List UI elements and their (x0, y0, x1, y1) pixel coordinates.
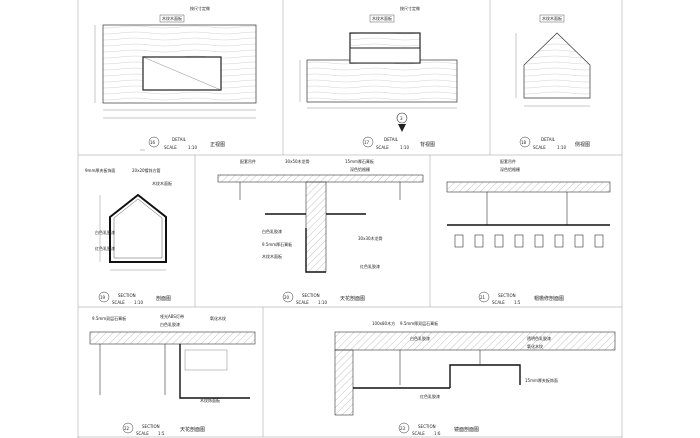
detail-22-ceiling-section: 9.5mm双层石膏板 哑光ABS灯带 白色乳胶漆 氧化木纹 木纹饰面板 (89, 313, 256, 403)
note-label: 红色乳胶漆 (360, 263, 380, 269)
note-label: 白色乳胶漆 (160, 321, 180, 327)
detail-19-section: 9mm厚夹板饰面 20x20镀锌方管 木纹木面板 白色乳胶漆 红色乳胶漆 (85, 167, 172, 271)
scale-value: 1:10 (557, 145, 566, 150)
note-label: 配套吊件 (240, 158, 256, 164)
note-label: 氧化木纹 (210, 315, 226, 321)
detail-word: SECTION (302, 293, 320, 298)
scale-label: SCALE (296, 300, 309, 305)
title-21: 21 SECTION SCALE 1:5 帽檐修剖面图 (478, 291, 564, 305)
scale-value: 1:5 (158, 431, 165, 436)
detail-number: 21 (480, 295, 486, 300)
sheet-frame (77, 0, 623, 438)
note-label: 深色铝格栅 (500, 166, 520, 172)
note-label: 30x30木龙骨 (358, 235, 383, 241)
note-label: 红色乳胶漆 (95, 245, 115, 251)
note-label: 红色乳胶漆 (420, 393, 440, 399)
detail-word: SECTION (118, 293, 136, 298)
note-label: 木纹木面板 (262, 253, 282, 259)
scale-label: SCALE (492, 300, 505, 305)
scale-label: SCALE (136, 431, 149, 436)
note-label: 9mm厚夹板饰面 (85, 167, 115, 173)
title-20: 20 SECTION SCALE 1:10 天花剖面图 (282, 291, 365, 305)
scale-label: SCALE (533, 145, 546, 150)
grille-row (454, 234, 604, 248)
title-22: 22 SECTION SCALE 1:5 天花剖面图 (122, 422, 205, 436)
detail-title: 背视图 (420, 141, 435, 148)
note-label: 15mm厚夹板饰面 (525, 377, 558, 383)
note-label: 20x20镀锌方管 (132, 167, 161, 173)
detail-number: 17 (364, 140, 370, 145)
detail-title: 帽檐修剖面图 (534, 295, 564, 302)
title-18: 18 DETAIL SCALE 1:10 侧视图 (519, 136, 590, 150)
title-16: 16 DETAIL SCALE 1:10 正视图 (148, 136, 225, 150)
note-label: 100x80木方 (372, 320, 395, 326)
title-19: 19 SECTION SCALE 1:10 剖面图 (98, 291, 171, 305)
note-label: 30x50木龙骨 (285, 158, 310, 164)
detail-16-front-view: 木纹木面板 按尺寸定做 (94, 5, 257, 151)
detail-title: 镜面剖面图 (454, 426, 479, 433)
scale-value: 1:10 (400, 145, 409, 150)
detail-number: 16 (150, 140, 156, 145)
note-label: 白色乳胶漆 (410, 335, 430, 341)
detail-word: DETAIL (541, 137, 556, 142)
detail-title: 正视图 (210, 141, 225, 148)
label-box (159, 14, 185, 23)
detail-23-mirror-section: 100x80木方 9.5mm厚双层石膏板 白色乳胶漆 透明色乳胶漆 氧化木纹 红… (334, 320, 616, 416)
title-17: 17 DETAIL SCALE 1:10 背视图 (362, 136, 435, 150)
detail-word: DETAIL (172, 137, 187, 142)
detail-20-ceiling-section: 配套吊件 30x50木龙骨 15mm厚石膏板 深色铝格栅 白色乳胶漆 30x30… (217, 158, 424, 273)
note-label: 木纹木面板 (372, 15, 392, 21)
note-label: 按尺寸定做 (400, 5, 420, 11)
scale-value: 1:5 (514, 300, 521, 305)
title-23: 23 SECTION SCALE 1:6 镜面剖面图 (398, 422, 479, 436)
note-label: 木纹木面板 (162, 15, 182, 21)
detail-number: 23 (400, 426, 406, 431)
detail-word: SECTION (418, 424, 436, 429)
detail-number: 19 (100, 295, 106, 300)
note-label: 白色乳胶漆 (262, 228, 282, 234)
detail-21-brim-section: 配套吊件 深色铝格栅 (446, 158, 611, 248)
note-label: 配套吊件 (500, 158, 516, 164)
scale-label: SCALE (112, 300, 125, 305)
detail-word: SECTION (498, 293, 516, 298)
detail-title: 天花剖面图 (340, 295, 365, 302)
note-label: 9.5mm双层石膏板 (92, 315, 126, 321)
detail-title: 侧视图 (575, 141, 590, 148)
note-label: 9.5mm厚石膏板 (262, 241, 292, 247)
scale-label: SCALE (412, 431, 425, 436)
note-label: 木纹饰面板 (200, 397, 220, 403)
section-marker (396, 112, 408, 124)
detail-title: 剖面图 (156, 295, 171, 302)
label-box (369, 14, 395, 23)
note-label: 15mm厚石膏板 (345, 158, 374, 164)
label-box (539, 14, 565, 23)
note-label: 木纹木面板 (152, 180, 172, 186)
detail-number: 18 (521, 140, 527, 145)
detail-number: 20 (284, 295, 290, 300)
note-label: 白色乳胶漆 (95, 229, 115, 235)
detail-title: 天花剖面图 (180, 426, 205, 433)
note-label: 哑光ABS灯带 (160, 313, 184, 319)
scale-value: 1:10 (134, 300, 143, 305)
note-label: 木纹木面板 (542, 15, 562, 21)
scale-value: 1:6 (434, 431, 441, 436)
detail-18-side-view: 木纹木面板 (515, 14, 591, 107)
scale-label: SCALE (164, 145, 177, 150)
note-label: 按尺寸定做 (190, 5, 210, 11)
marker-label: 3 (400, 116, 403, 121)
scale-value: 1:10 (318, 300, 327, 305)
scale-value: 1:10 (188, 145, 197, 150)
detail-word: DETAIL (384, 137, 399, 142)
detail-17-back-view: 木纹木面板 按尺寸定做 3 (299, 5, 458, 132)
note-label: 透明色乳胶漆 (527, 335, 551, 341)
note-label: 氧化木纹 (527, 343, 543, 349)
detail-number: 22 (124, 426, 130, 431)
detail-word: SECTION (142, 424, 160, 429)
note-label: 9.5mm厚双层石膏板 (400, 320, 438, 326)
note-label: 深色铝格栅 (350, 166, 370, 172)
scale-label: SCALE (376, 145, 389, 150)
